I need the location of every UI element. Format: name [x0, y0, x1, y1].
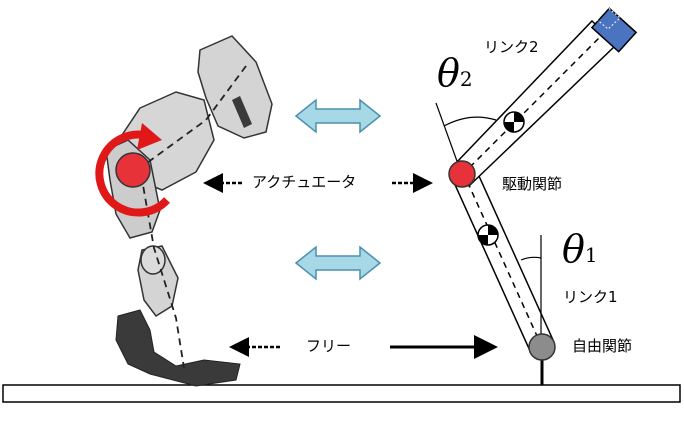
ground-floor [2, 384, 681, 403]
theta2-symbol: θ [437, 51, 460, 95]
free-label: フリー [306, 337, 352, 355]
robot-ankle [140, 245, 166, 275]
theta1-subscript: 1 [584, 243, 598, 267]
free-joint-label: 自由関節 [572, 337, 633, 355]
double-arrow-icon [294, 98, 382, 134]
link-2-label: リンク2 [484, 38, 539, 56]
center-of-mass-icon [477, 224, 499, 246]
robot-actuator-joint [115, 152, 151, 188]
drive-joint [448, 160, 476, 188]
rotation-arrow-icon [95, 123, 170, 217]
theta1-arc [520, 256, 542, 261]
link-1-label: リンク1 [563, 288, 618, 306]
free-joint [528, 333, 556, 361]
robot-hip-slot [232, 96, 252, 128]
link-2-end-block-hatch [593, 5, 621, 30]
actuator-label: アクチュエータ [252, 173, 357, 191]
link-2-axis [461, 32, 605, 176]
double-arrow-icon [294, 245, 382, 281]
theta2-arc [443, 116, 497, 127]
robot-hip-shell [197, 35, 273, 139]
link-1-body [451, 163, 554, 355]
robot-leg-illustration [95, 35, 273, 387]
link-model [435, 5, 638, 385]
robot-foot [115, 309, 241, 387]
link-2-end-block [590, 7, 638, 53]
theta1-symbol: θ [562, 227, 585, 271]
theta2-subscript: 2 [459, 67, 473, 91]
theta2-label: θ2 [437, 54, 473, 92]
drive-joint-label: 駆動関節 [502, 175, 563, 193]
center-of-mass-icon [503, 111, 525, 133]
theta1-label: θ1 [562, 230, 598, 268]
